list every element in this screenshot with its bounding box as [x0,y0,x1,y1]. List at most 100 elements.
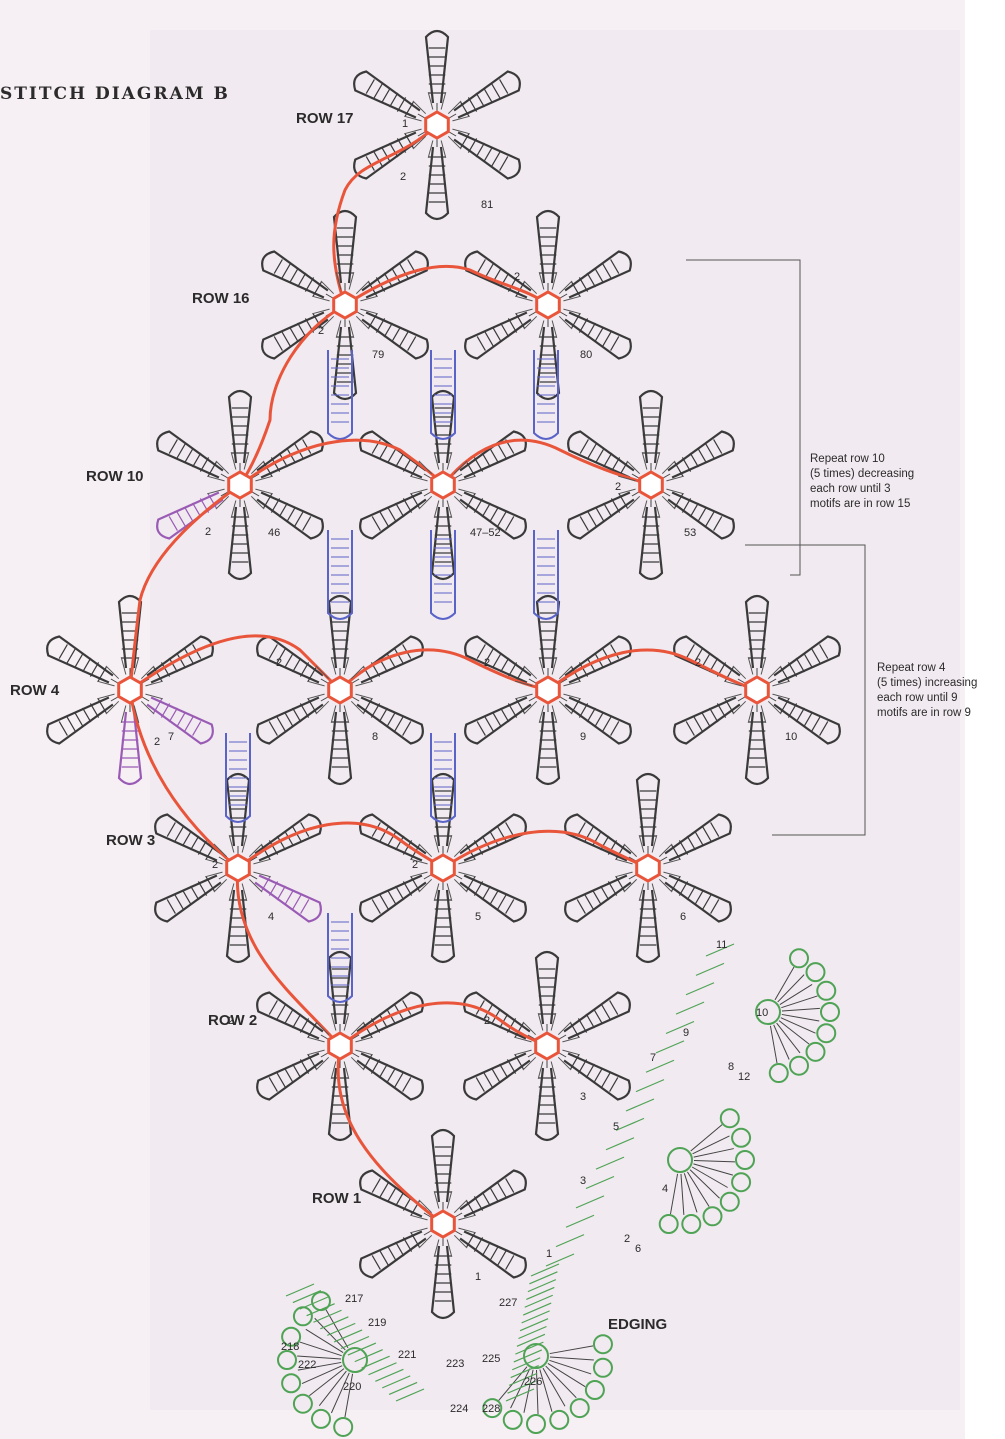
petal [567,488,645,540]
fan-stitch [769,1025,778,1064]
petal [353,70,431,122]
fan-stitch [689,1169,720,1199]
stitch-bar [402,840,413,855]
stitch-bar [333,1329,363,1343]
stitch-bar [363,698,373,714]
petal-outline [361,311,429,360]
stitch-bar [407,336,417,351]
short-stitch [312,308,330,315]
petal [449,1227,527,1279]
edging-number: 6 [635,1243,641,1255]
petal-outline [332,209,358,284]
stitch-bar [600,885,610,901]
join-petal-outline [533,350,559,440]
stitch-bar [674,461,684,477]
stitch-bar [489,507,499,522]
stitch-bar [284,831,294,846]
stitch-bar [402,881,413,896]
stitch-bar [665,1020,695,1035]
stitch-bar [515,698,525,714]
short-stitch [654,452,661,470]
stitch-bar [184,648,194,664]
fan-stitch [778,1020,810,1045]
stitch-bar [371,899,381,914]
stitch-bar [394,716,404,732]
stitch-bar [497,1250,507,1266]
stitch-bar [594,712,604,727]
short-stitch [320,280,335,295]
stitch-bar [286,507,296,522]
stitch-bar [371,1255,381,1270]
edging-number: 222 [298,1359,316,1371]
stitch-bar [607,881,618,896]
stitch-bar [705,443,715,459]
stitch-bar [299,703,310,718]
petal-outline [430,1245,456,1320]
stitch-bar [481,452,491,468]
stitch-bar [383,322,393,338]
stitch-bar [685,721,695,736]
petal-outline [464,311,532,360]
short-stitch [514,1049,532,1056]
stitch-bar [512,1357,541,1371]
row-label-2: ROW 2 [208,1012,258,1029]
stitch-bar [299,662,310,677]
short-stitch [772,680,790,687]
stitch-bar [261,844,271,860]
stitch-bar [697,448,707,463]
short-stitch [355,680,373,687]
stitch-bar [207,461,217,477]
short-stitch [350,700,365,715]
motif-center-ring [117,675,143,705]
short-stitch [320,315,335,330]
stitch-bar [399,331,409,347]
stitch-bar [593,1068,603,1083]
stitch-bar [192,452,202,468]
edging-number: 217 [345,1293,363,1305]
stitch-bar [686,885,696,901]
short-stitch [412,100,427,115]
short-stitch [760,657,767,675]
stitch-bar [481,1191,491,1207]
stitch-bar [160,662,171,677]
short-stitch [626,460,641,475]
fan-stitch [549,1345,594,1355]
petal [244,871,322,923]
stitch-bar [402,1237,413,1252]
stitch-bar [655,1040,685,1054]
petal [424,133,450,221]
short-stitch [312,295,330,302]
stitch-bar [361,1355,390,1369]
petal [673,635,751,687]
short-stitch [747,705,754,723]
stitch-bar [489,1246,499,1261]
petal-outline [46,696,114,745]
fan-scallop [592,1357,613,1378]
stitch-bar [302,516,312,531]
stitch-bar [379,511,389,527]
stitch-bar [284,653,294,668]
stitch-bar [153,698,163,714]
stitch-bar [292,707,302,723]
stitch-bar [306,1303,335,1317]
petal [359,1227,437,1279]
stitch-number: 2 [318,325,324,337]
stitch-bar [395,1388,425,1402]
stitch-bar [594,327,604,342]
stitch-bar [587,443,597,459]
motif-number: 8 [372,731,378,743]
stitch-bar [489,448,499,463]
short-stitch [446,452,453,470]
short-stitch [343,1061,350,1079]
short-stitch [615,871,633,878]
stitch-bar [610,336,620,351]
join-petal-outline [327,350,353,440]
petal-outline [327,950,353,1025]
join-petal [225,733,251,823]
join-path [238,303,347,487]
short-stitch [241,835,248,853]
stitch-bar [66,716,76,732]
petal-outline [535,209,561,284]
fan-scallop [702,1206,723,1227]
stitch-bar [803,712,813,727]
